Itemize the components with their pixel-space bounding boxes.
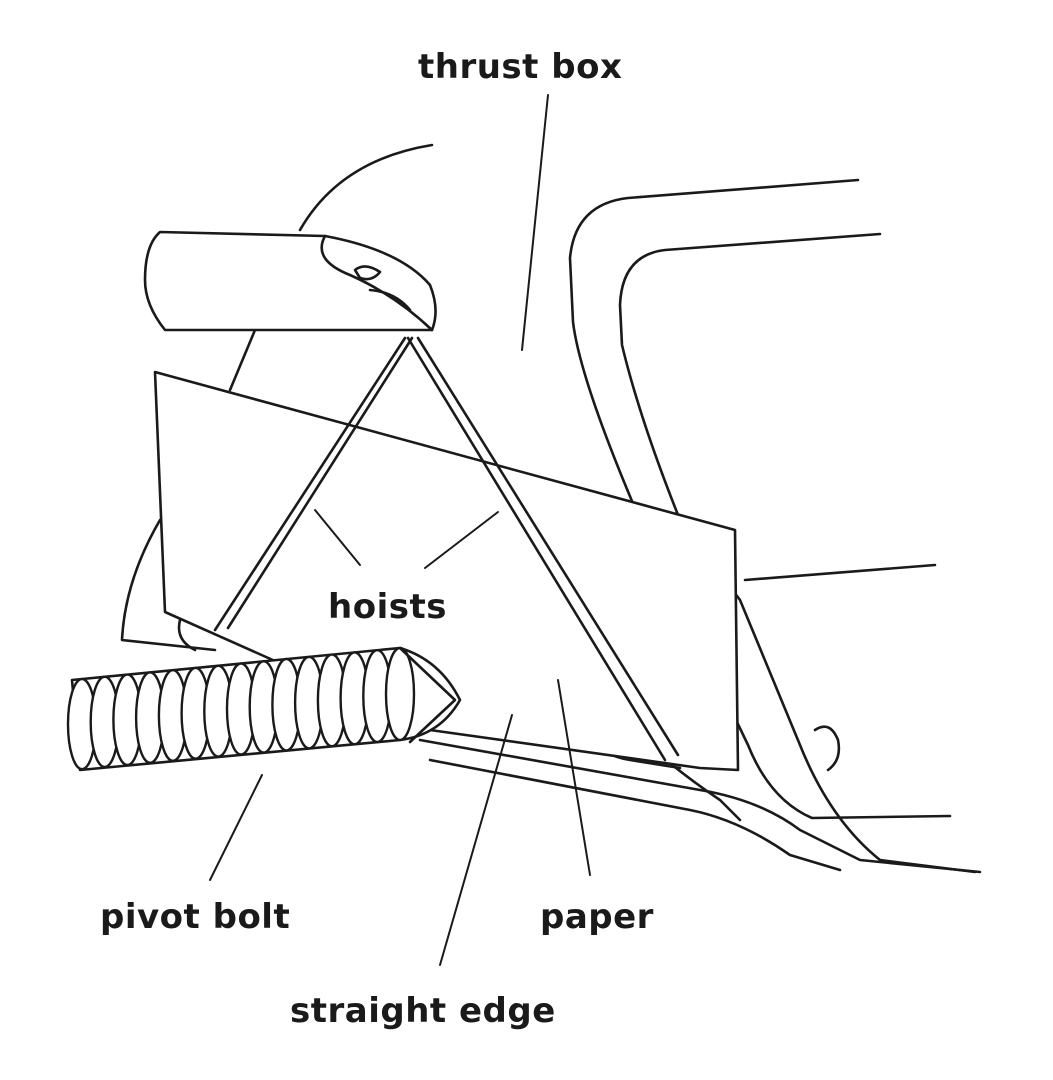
hoist-right-inner [416, 336, 680, 757]
paper-leader [557, 679, 591, 876]
left-rail-hook [177, 618, 197, 652]
thrust-box-crossbar [743, 563, 937, 582]
clamp-head [143, 230, 437, 332]
hoist-left-inner [226, 336, 414, 630]
rear-arm [228, 328, 257, 392]
hoists-leader-left [314, 509, 361, 566]
lower-rail-2 [428, 758, 842, 872]
pivot-bolt-threads [66, 646, 416, 771]
label-paper: paper [540, 897, 654, 937]
hoist-right-outer [406, 336, 667, 762]
thrust-box-leader [521, 94, 549, 351]
thrust-box-inner-outline [618, 232, 977, 874]
label-thrust-box: thrust box [418, 47, 622, 87]
clamp-head-body [143, 230, 437, 332]
thrust-box-frame [568, 178, 977, 874]
label-hoists: hoists [328, 587, 447, 627]
thread-coil [384, 646, 416, 742]
pivot-bolt-tip [398, 646, 457, 744]
label-straight-edge: straight edge [290, 991, 556, 1031]
left-rail-curve [120, 518, 217, 652]
pivot-bolt-leader [209, 774, 263, 881]
leader-lines [209, 94, 591, 966]
hoist-left-outer [213, 336, 407, 632]
clamp-head-slot [353, 265, 382, 281]
labels: thrust box hoists pivot bolt paper strai… [100, 47, 654, 1031]
swing-arc [298, 143, 434, 232]
thrust-box-outer-outline [568, 178, 952, 820]
thrust-box-knob [813, 725, 841, 772]
hoists-leader-right [424, 511, 499, 569]
label-pivot-bolt: pivot bolt [100, 897, 290, 937]
clamp-head-lip [368, 288, 412, 312]
pivot-bolt [66, 646, 462, 772]
clamp-head-bevel [320, 234, 434, 332]
hoists-wires [213, 336, 680, 762]
straight-edge-leader [439, 714, 513, 966]
